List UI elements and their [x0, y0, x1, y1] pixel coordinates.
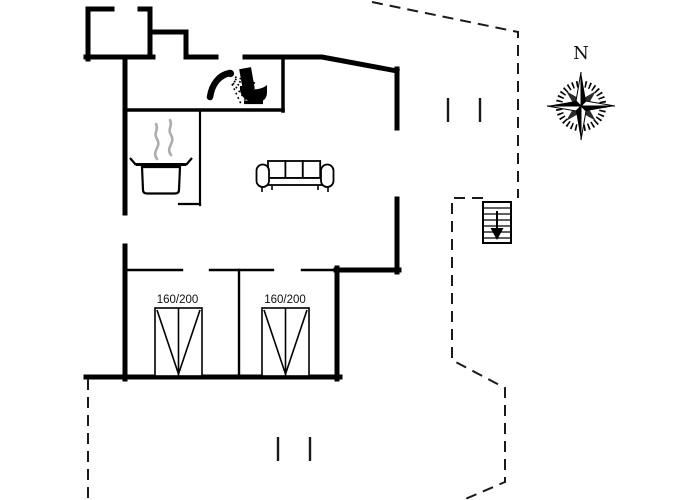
- bed-1: [154, 307, 203, 377]
- cooking-pot-icon: [129, 118, 193, 195]
- bed-1-size-label: 160/200: [157, 294, 199, 306]
- toilet-icon: [239, 67, 267, 105]
- terrace-boundary: [87, 1, 519, 500]
- exterior-walls: [83, 6, 402, 382]
- compass-rose-icon: N: [546, 43, 616, 141]
- terrace-opening-ticks: [276, 98, 482, 461]
- interior-walls: [123, 57, 338, 379]
- compass-north-label: N: [573, 43, 589, 64]
- steam-icon: [153, 118, 174, 161]
- bed-2-size-label: 160/200: [264, 294, 306, 306]
- sofa-icon: [255, 160, 335, 192]
- bed-2: [261, 307, 310, 377]
- stairs-down-icon: [482, 201, 512, 244]
